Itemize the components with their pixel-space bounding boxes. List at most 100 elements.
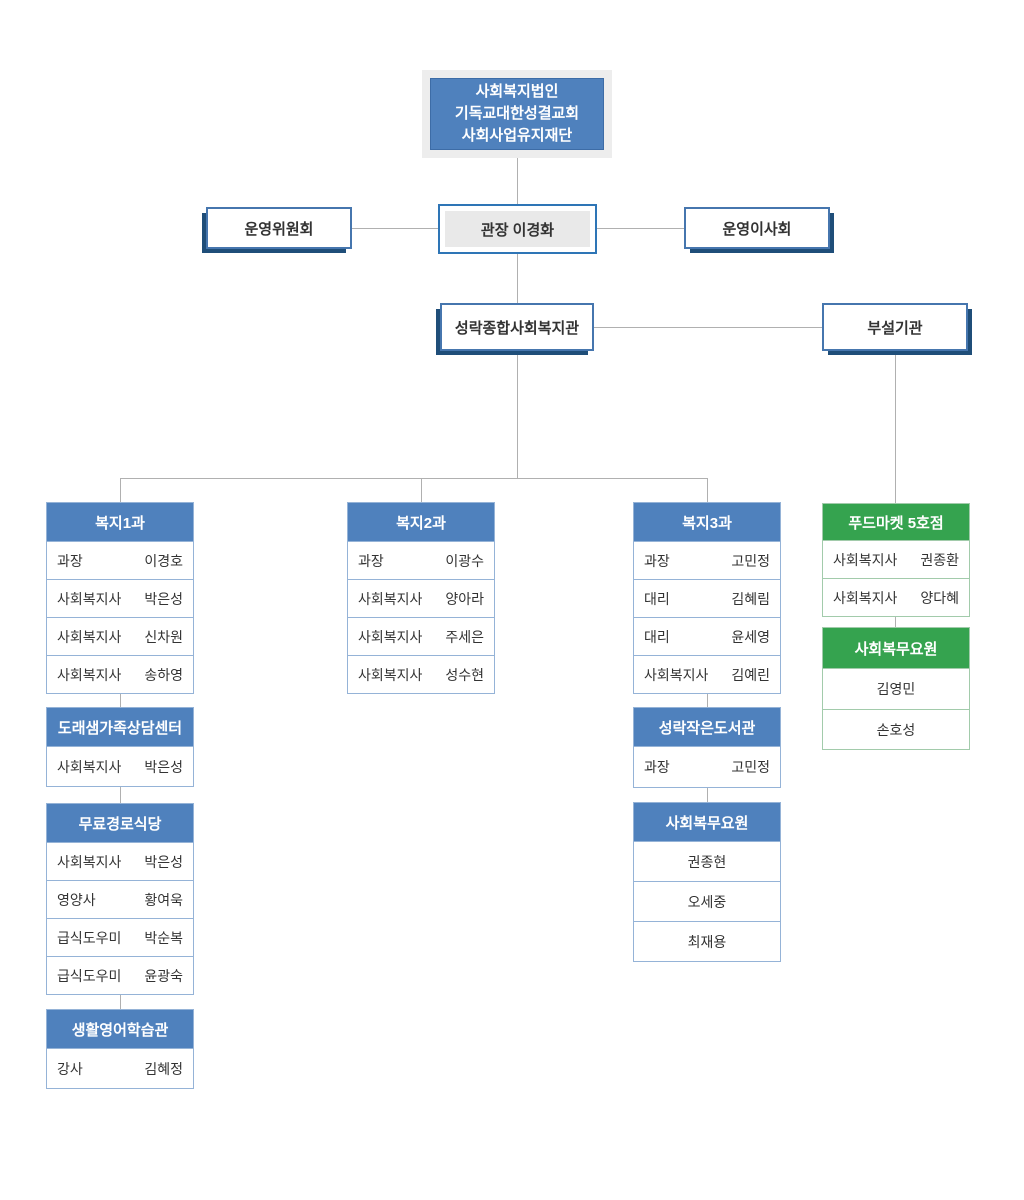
table-row: 사회복지사 성수현 xyxy=(348,655,494,693)
connector xyxy=(352,228,438,229)
table-row: 과장 고민정 xyxy=(634,746,780,787)
table-row: 과장 고민정 xyxy=(634,541,780,579)
person-name: 이광수 xyxy=(445,552,484,569)
foundation-line-3: 사회사업유지재단 xyxy=(461,127,573,145)
role-label: 사회복지사 xyxy=(57,590,122,607)
role-label: 영양사 xyxy=(57,891,96,908)
welfare-center-box: 성락종합사회복지관 xyxy=(440,303,594,351)
connector xyxy=(517,157,518,204)
person-name: 윤광숙 xyxy=(144,967,183,984)
person-name: 최재용 xyxy=(687,933,727,950)
role-label: 사회복지사 xyxy=(833,589,898,606)
person-name: 황여욱 xyxy=(144,891,183,908)
library-header: 성락작은도서관 xyxy=(634,708,780,746)
table-row: 권종현 xyxy=(634,841,780,881)
dept1-table: 복지1과 과장 이경호 사회복지사 박은성 사회복지사 신차원 사회복지사 송하… xyxy=(46,502,194,694)
role-label: 사회복지사 xyxy=(57,628,122,645)
person-name: 양아라 xyxy=(445,590,484,607)
table-row: 대리 윤세영 xyxy=(634,617,780,655)
role-label: 대리 xyxy=(644,590,670,607)
table-row: 사회복지사 박은성 xyxy=(47,746,193,786)
table-row: 과장 이경호 xyxy=(47,541,193,579)
person-name: 성수현 xyxy=(445,666,484,683)
table-row: 사회복지사 신차원 xyxy=(47,617,193,655)
board-of-directors-box: 운영이사회 xyxy=(684,207,830,249)
connector xyxy=(594,327,822,328)
role-label: 과장 xyxy=(57,552,83,569)
role-label: 과장 xyxy=(358,552,384,569)
person-name: 박은성 xyxy=(144,590,183,607)
role-label: 사회복지사 xyxy=(57,853,122,870)
connector xyxy=(421,478,422,502)
person-name: 오세중 xyxy=(687,893,727,910)
table-row: 사회복지사 양다혜 xyxy=(823,578,969,616)
dept2-table: 복지2과 과장 이광수 사회복지사 양아라 사회복지사 주세은 사회복지사 성수… xyxy=(347,502,495,694)
free-cafeteria-header: 무료경로식당 xyxy=(47,804,193,842)
table-row: 사회복지사 송하영 xyxy=(47,655,193,693)
person-name: 권종현 xyxy=(687,853,727,870)
connector xyxy=(120,478,121,502)
role-label: 사회복지사 xyxy=(358,590,423,607)
table-row: 사회복지사 박은성 xyxy=(47,579,193,617)
role-label: 사회복지사 xyxy=(57,758,122,775)
connector xyxy=(597,228,684,229)
library-table: 성락작은도서관 과장 고민정 xyxy=(633,707,781,788)
role-label: 과장 xyxy=(644,552,670,569)
role-label: 사회복지사 xyxy=(57,666,122,683)
person-name: 고민정 xyxy=(731,552,770,569)
role-label: 사회복지사 xyxy=(358,628,423,645)
foundation-line-2: 기독교대한성결교회 xyxy=(454,104,580,122)
role-label: 과장 xyxy=(644,759,670,775)
role-label: 사회복지사 xyxy=(358,666,423,683)
dept2-header: 복지2과 xyxy=(348,503,494,541)
table-row: 사회복지사 김예린 xyxy=(634,655,780,693)
affiliated-org-box: 부설기관 xyxy=(822,303,968,351)
person-name: 주세은 xyxy=(445,628,484,645)
person-name: 이경호 xyxy=(144,552,183,569)
role-label: 급식도우미 xyxy=(57,929,122,946)
table-row: 사회복지사 권종환 xyxy=(823,540,969,578)
table-row: 대리 김혜림 xyxy=(634,579,780,617)
role-label: 강사 xyxy=(57,1060,83,1077)
person-name: 고민정 xyxy=(731,759,770,775)
foundation-box-frame: 사회복지법인 기독교대한성결교회 사회사업유지재단 xyxy=(422,70,612,158)
role-label: 사회복지사 xyxy=(644,666,709,683)
foodmarket-table: 푸드마켓 5호점 사회복지사 권종환 사회복지사 양다혜 xyxy=(822,503,970,617)
connector xyxy=(517,254,518,303)
person-name: 박순복 xyxy=(144,929,183,946)
table-row: 오세중 xyxy=(634,881,780,921)
person-name: 윤세영 xyxy=(731,628,770,645)
service-agents-main-table: 사회복무요원 권종현 오세중 최재용 xyxy=(633,802,781,962)
table-row: 영양사 황여욱 xyxy=(47,880,193,918)
table-row: 손호성 xyxy=(823,709,969,749)
table-row: 사회복지사 양아라 xyxy=(348,579,494,617)
service-agents-main-header: 사회복무요원 xyxy=(634,803,780,841)
person-name: 손호성 xyxy=(876,721,916,738)
person-name: 김혜정 xyxy=(144,1060,183,1077)
connector xyxy=(120,989,121,1009)
person-name: 김혜림 xyxy=(731,590,770,607)
table-row: 과장 이광수 xyxy=(348,541,494,579)
table-row: 사회복지사 박은성 xyxy=(47,842,193,880)
free-cafeteria-table: 무료경로식당 사회복지사 박은성 영양사 황여욱 급식도우미 박순복 급식도우미… xyxy=(46,803,194,995)
counsel-center-header: 도래샘가족상담센터 xyxy=(47,708,193,746)
role-label: 대리 xyxy=(644,628,670,645)
service-agents-branch-header: 사회복무요원 xyxy=(823,628,969,668)
english-class-header: 생활영어학습관 xyxy=(47,1010,193,1048)
english-class-table: 생활영어학습관 강사 김혜정 xyxy=(46,1009,194,1089)
connector xyxy=(895,351,896,503)
director-label: 관장 이경화 xyxy=(445,211,590,247)
connector xyxy=(517,351,518,478)
counsel-center-table: 도래샘가족상담센터 사회복지사 박은성 xyxy=(46,707,194,787)
connector xyxy=(895,613,896,627)
foundation-line-1: 사회복지법인 xyxy=(475,82,559,100)
person-name: 김예린 xyxy=(731,666,770,683)
connector xyxy=(707,785,708,802)
connector xyxy=(120,478,708,479)
person-name: 신차원 xyxy=(144,628,183,645)
person-name: 박은성 xyxy=(144,758,183,775)
steering-committee-box: 운영위원회 xyxy=(206,207,352,249)
director-box: 관장 이경화 xyxy=(438,204,597,254)
foundation-box: 사회복지법인 기독교대한성결교회 사회사업유지재단 xyxy=(430,78,604,150)
